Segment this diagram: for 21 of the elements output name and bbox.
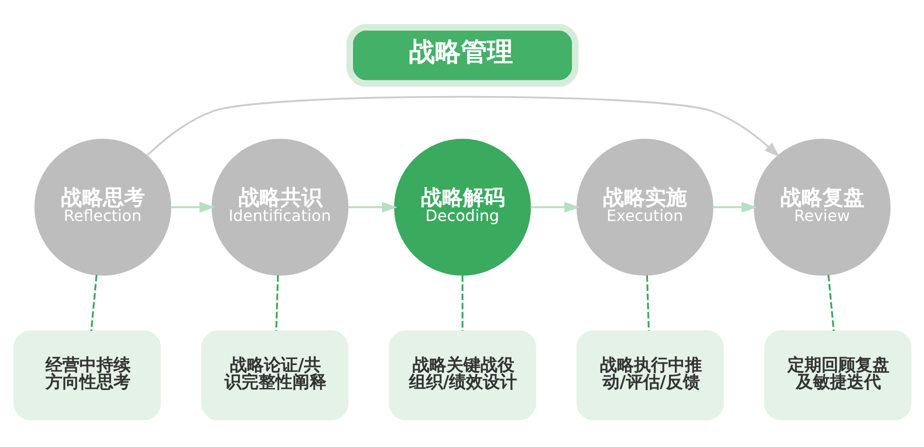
- arrow: [712, 202, 756, 213]
- node-circle: 战略实施 Execution: [576, 138, 713, 276]
- node-box: 战略关键战役组织/绩效设计: [388, 330, 536, 420]
- arrow: [170, 202, 214, 213]
- connector: [461, 275, 463, 331]
- node-circle: 战略复盘 Review: [753, 138, 890, 276]
- node-box: 战略执行中推动/评估/反馈: [576, 330, 724, 420]
- connector: [646, 275, 650, 331]
- node-box: 战略论证/共识完整性阐释: [200, 330, 348, 420]
- arrow: [348, 202, 397, 213]
- connector: [274, 275, 278, 331]
- node-circle: 战略思考 Reflection: [34, 138, 171, 276]
- node-box: 定期回顾复盘及敏捷迭代: [764, 330, 911, 420]
- node-box: 战略管理: [346, 24, 578, 87]
- arrow: [146, 96, 780, 158]
- connector: [90, 274, 97, 332]
- connector: [827, 274, 834, 332]
- node-circle: 战略共识 Identification: [211, 138, 348, 276]
- node-box: 经营中持续方向性思考: [13, 330, 160, 420]
- node-circle: 战略解码 Decoding: [394, 138, 530, 276]
- arrow: [530, 202, 580, 213]
